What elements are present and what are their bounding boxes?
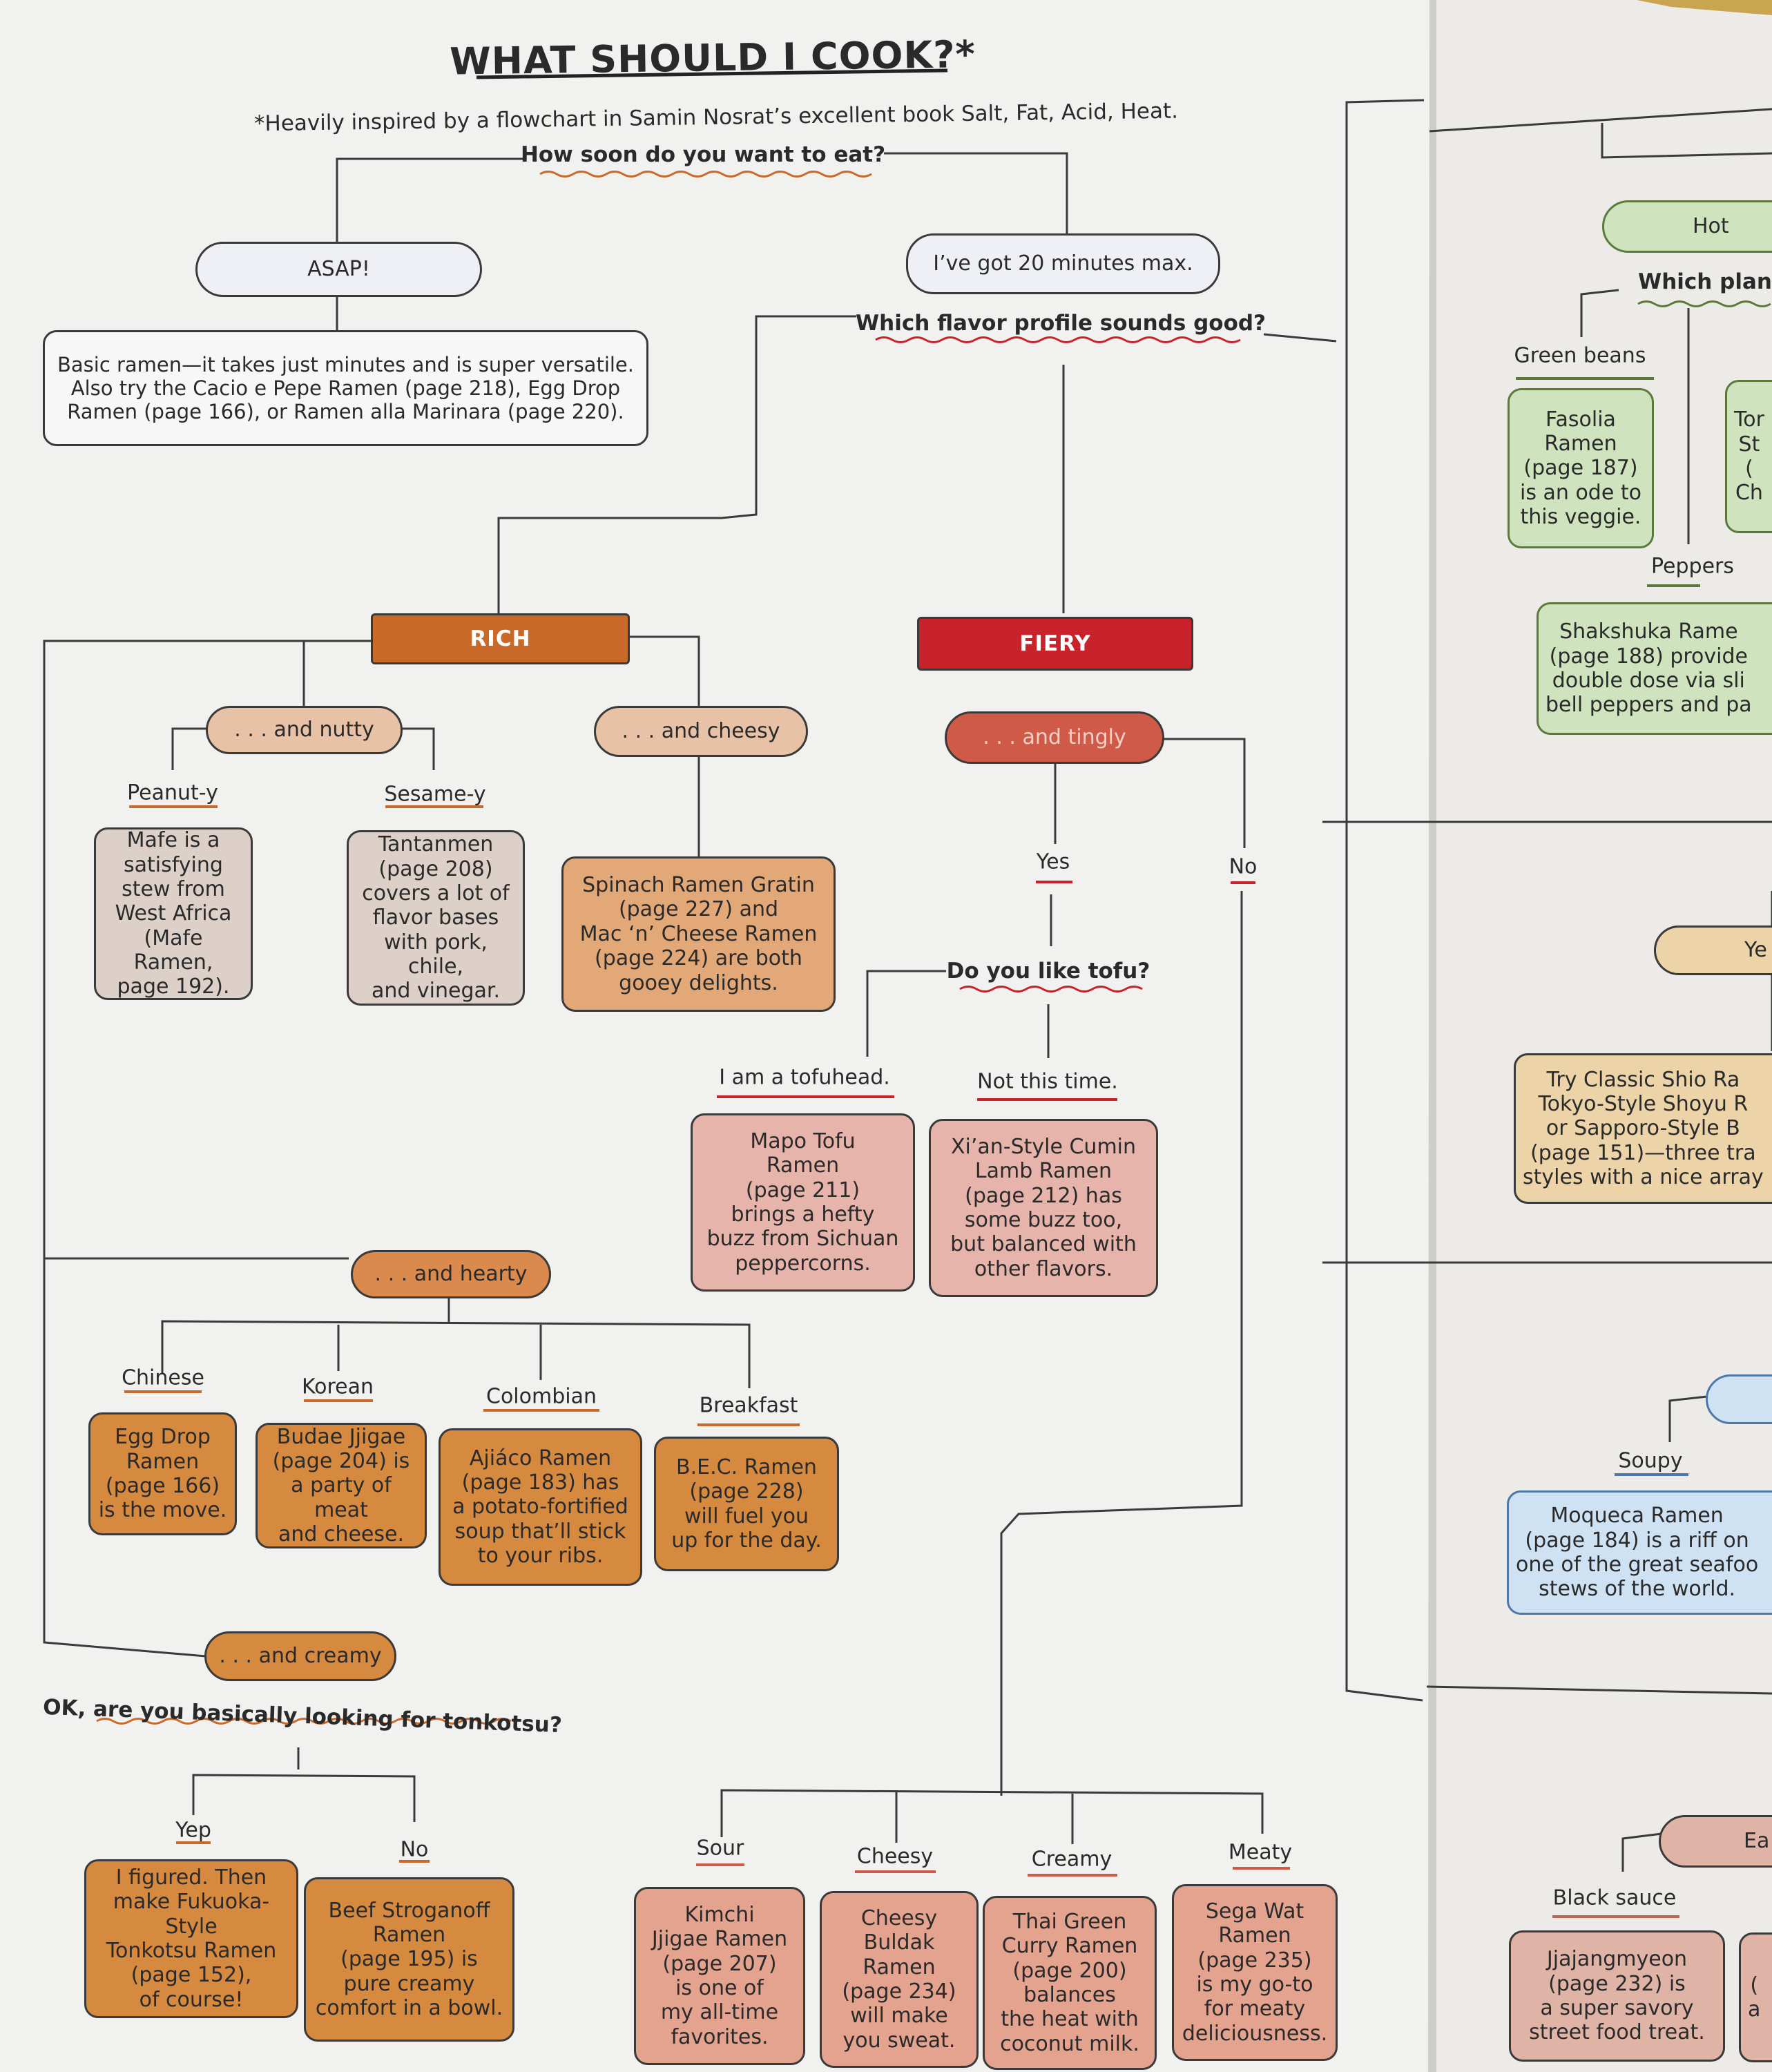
label-colombian: Colombian [486,1384,597,1409]
label-cheesy: Cheesy [856,1844,934,1869]
label-yep: Yep [175,1818,211,1843]
label-green-beans: Green beans [1514,343,1646,368]
result-fukuoka-tonkotsu: I figured. Then make Fukuoka-Style Tonko… [84,1859,298,2018]
page-title: WHAT SHOULD I COOK?* [449,32,976,84]
result-mafe-ramen: Mafe is a satisfying stew from West Afri… [94,827,253,1000]
label-tofuhead: I am a tofuhead. [719,1065,890,1090]
result-cheesy-buldak: Cheesy Buldak Ramen (page 234) will make… [820,1891,979,2068]
result-xian-lamb: Xi’an-Style Cumin Lamb Ramen (page 212) … [929,1119,1158,1297]
branch-and-creamy: . . . and creamy [204,1631,396,1681]
label-sesame-y: Sesame-y [384,782,486,807]
label-sour: Sour [696,1836,744,1861]
label-no-tingly: No [1229,854,1258,879]
result-jjajangmyeon: Jjajangmyeon (page 232) is a super savor… [1509,1930,1725,2062]
label-black-sauce: Black sauce [1552,1886,1677,1910]
branch-and-hearty: . . . and hearty [351,1250,551,1298]
label-no-tonkotsu: No [400,1837,429,1862]
branch-partial-ea: Ea [1659,1815,1772,1868]
result-basic-ramen: Basic ramen—it takes just minutes and is… [43,330,648,446]
label-yes: Yes [1036,850,1070,874]
result-classic-shio: Try Classic Shio Ra Tokyo-Style Shoyu R … [1514,1053,1772,1204]
label-not-this-time: Not this time. [977,1069,1118,1094]
question-which-plant: Which plant [1638,269,1772,294]
question-flavor-profile: Which flavor profile sounds good? [855,310,1267,336]
branch-and-cheesy: . . . and cheesy [594,706,808,757]
label-breakfast: Breakfast [699,1393,798,1418]
result-ajiaco: Ajiáco Ramen (page 183) has a potato-for… [439,1428,642,1586]
label-peppers: Peppers [1651,554,1734,579]
result-fasolia: Fasolia Ramen (page 187) is an ode to th… [1508,388,1654,548]
branch-yes-right: Ye [1654,925,1772,975]
label-peanut-y: Peanut-y [127,780,218,805]
option-asap: ASAP! [195,242,482,297]
result-kimchi-jjigae: Kimchi Jjigae Ramen (page 207) is one of… [634,1887,805,2065]
category-rich: RICH [371,613,630,664]
result-thai-green-curry: Thai Green Curry Ramen (page 200) balanc… [983,1896,1157,2070]
branch-hot: Hot [1602,200,1772,253]
branch-and-tingly: . . . and tingly [945,711,1164,764]
result-partial-right-1: Tor St ( Ch [1725,380,1772,533]
label-chinese: Chinese [122,1365,204,1390]
result-partial-right-2: ( a [1739,1932,1772,2062]
question-tofu: Do you like tofu? [946,958,1150,984]
label-meaty: Meaty [1228,1840,1293,1865]
option-20-minutes: I’ve got 20 minutes max. [906,233,1220,294]
label-korean: Korean [301,1374,374,1399]
result-sega-wat: Sega Wat Ramen (page 235) is my go-to fo… [1172,1884,1338,2061]
branch-partial-blue [1706,1374,1772,1424]
result-spinach-gratin: Spinach Ramen Gratin (page 227) and Mac … [561,856,836,1012]
result-mapo-tofu: Mapo Tofu Ramen (page 211) brings a heft… [691,1113,915,1292]
label-soupy: Soupy [1618,1448,1683,1473]
result-bec: B.E.C. Ramen (page 228) will fuel you up… [654,1437,839,1571]
result-shakshuka: Shakshuka Rame (page 188) provide double… [1537,602,1772,735]
result-tantanmen: Tantanmen (page 208) covers a lot of fla… [347,830,525,1006]
result-egg-drop: Egg Drop Ramen (page 166) is the move. [88,1412,237,1535]
question-how-soon: How soon do you want to eat? [520,142,886,167]
result-budae-jjigae: Budae Jjigae (page 204) is a party of me… [256,1423,427,1548]
result-beef-stroganoff: Beef Stroganoff Ramen (page 195) is pure… [304,1877,514,2042]
branch-and-nutty: . . . and nutty [206,706,403,754]
result-moqueca: Moqueca Ramen (page 184) is a riff on on… [1507,1490,1772,1615]
label-creamy: Creamy [1031,1847,1113,1872]
category-fiery: FIERY [917,617,1193,671]
